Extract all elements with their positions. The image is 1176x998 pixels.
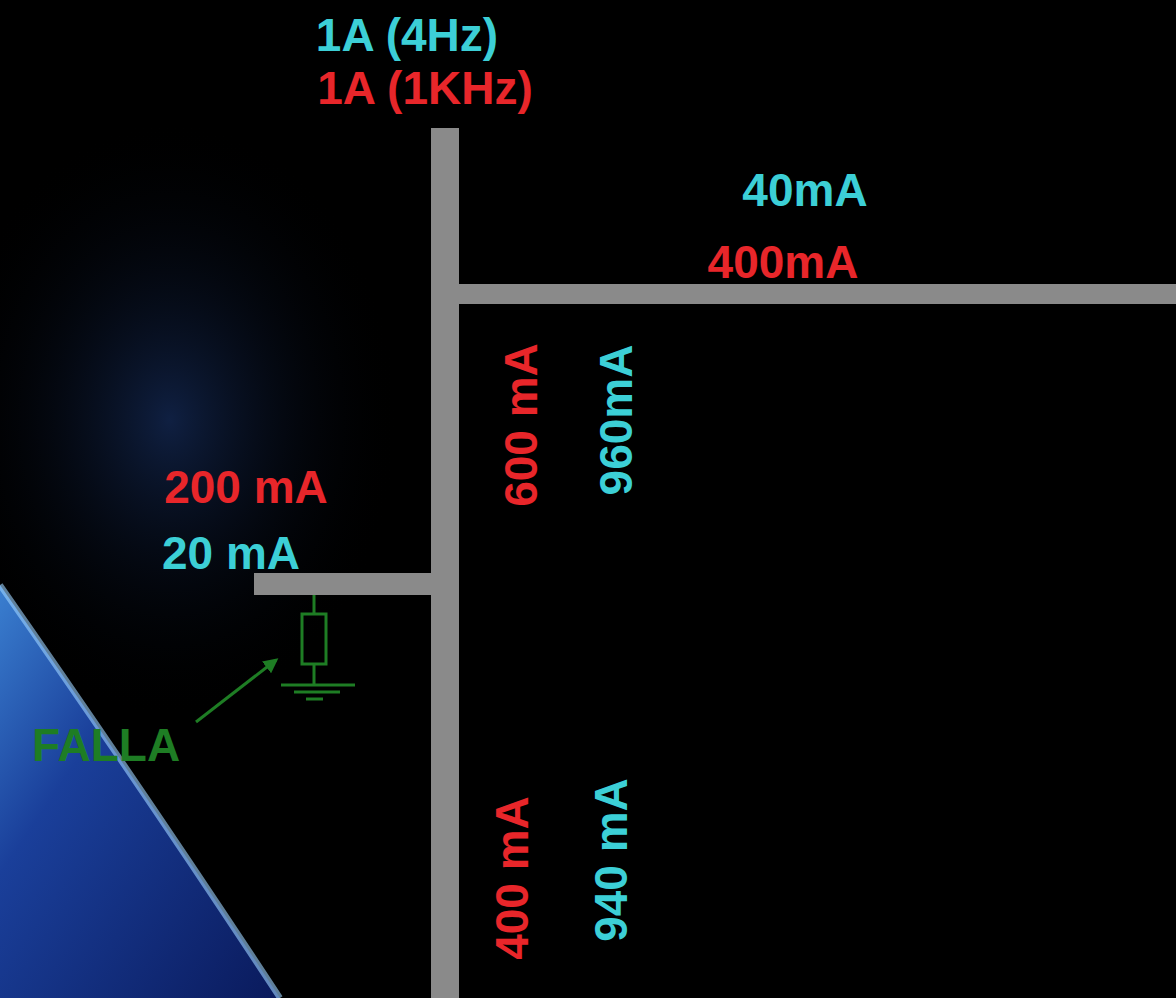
- current-label: 400mA: [708, 239, 859, 285]
- current-label: 1A (4Hz): [316, 12, 498, 58]
- resistor-lead: [313, 664, 316, 685]
- main-feeder: [431, 128, 459, 998]
- current-label: 400 mA: [489, 796, 535, 960]
- current-label: 600 mA: [498, 343, 544, 507]
- ground-symbol: [306, 698, 323, 701]
- resistor-lead: [313, 595, 316, 614]
- background-glow: [0, 120, 400, 720]
- earth-rim: [0, 585, 280, 998]
- current-label: 40mA: [742, 167, 867, 213]
- current-label: 940 mA: [588, 778, 634, 942]
- left-branch: [254, 573, 444, 595]
- current-label: 960mA: [593, 345, 639, 496]
- earth-shape: [0, 585, 280, 998]
- current-label: 20 mA: [162, 530, 300, 576]
- fault-arrow: [196, 660, 276, 722]
- current-label: 1A (1KHz): [317, 65, 533, 111]
- ground-symbol: [281, 684, 355, 687]
- fault-label: FALLA: [32, 722, 180, 768]
- fault-resistor: [196, 595, 355, 722]
- right-branch: [445, 284, 1176, 304]
- resistor-symbol: [302, 614, 326, 664]
- feeder-lines: [254, 128, 1176, 998]
- current-label: 200 mA: [164, 464, 328, 510]
- ground-symbol: [294, 691, 340, 694]
